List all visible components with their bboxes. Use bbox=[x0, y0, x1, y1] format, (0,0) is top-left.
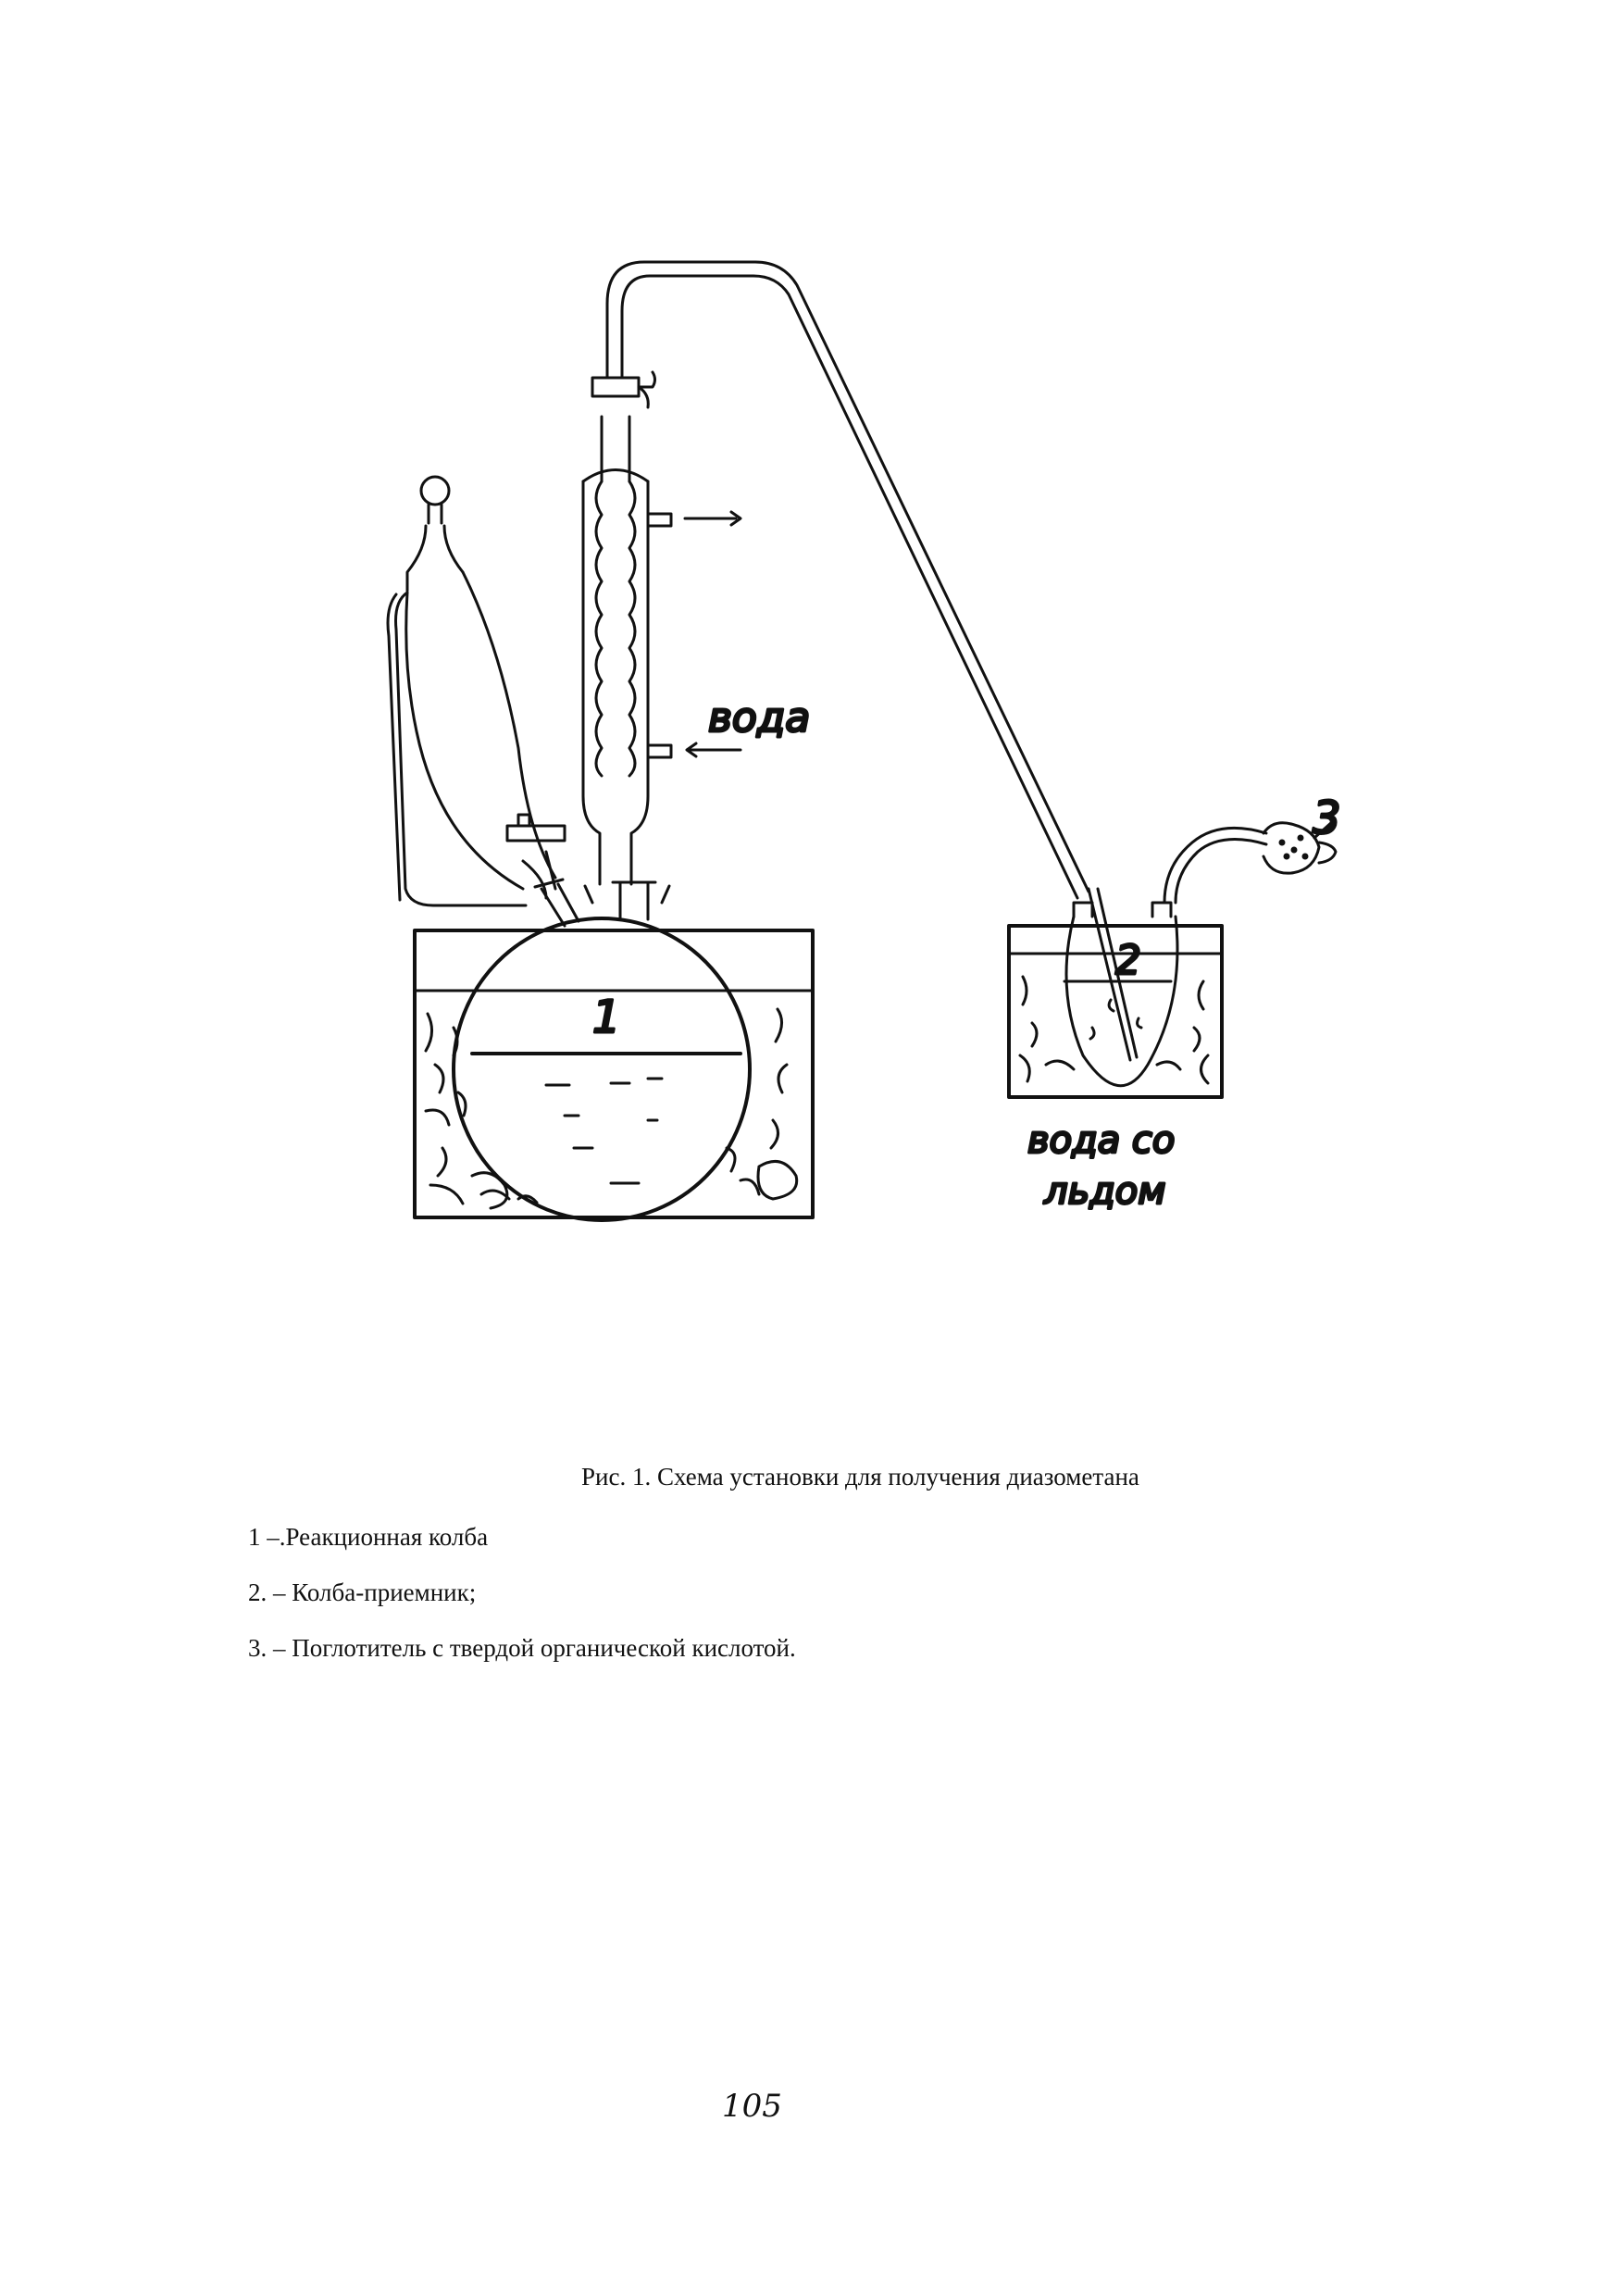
apparatus-diagram: вода вода со льдом 1 2 3 bbox=[0, 0, 1342, 1296]
callout-receiver-2: 2 bbox=[1115, 937, 1141, 984]
figure-caption: Рис. 1. Схема установки для получения ди… bbox=[581, 1463, 1139, 1491]
label-water-ice-line1: вода со bbox=[1027, 1119, 1175, 1162]
ice-bath-left bbox=[415, 930, 813, 1217]
legend-item-2: 2. – Колба-приемник; bbox=[248, 1578, 477, 1606]
absorber bbox=[1164, 821, 1336, 903]
legend-item-1: 1 –.Реакционная колба bbox=[248, 1523, 489, 1551]
label-water: вода bbox=[708, 694, 810, 742]
page-number: 105 bbox=[722, 2088, 782, 2125]
legend-item-3: 3. – Поглотитель с твердой органической … bbox=[248, 1634, 796, 1662]
dropping-funnel bbox=[388, 477, 565, 905]
callout-absorber-3: 3 bbox=[1313, 792, 1341, 844]
callout-flask-1: 1 bbox=[592, 992, 621, 1043]
bulb-condenser bbox=[583, 372, 741, 884]
receiver-flask bbox=[1064, 889, 1177, 1086]
delivery-tube bbox=[607, 262, 1089, 898]
reaction-flask bbox=[454, 880, 750, 1220]
label-water-ice-line2: льдом bbox=[1043, 1170, 1165, 1213]
ice-bath-right bbox=[1009, 926, 1222, 1097]
